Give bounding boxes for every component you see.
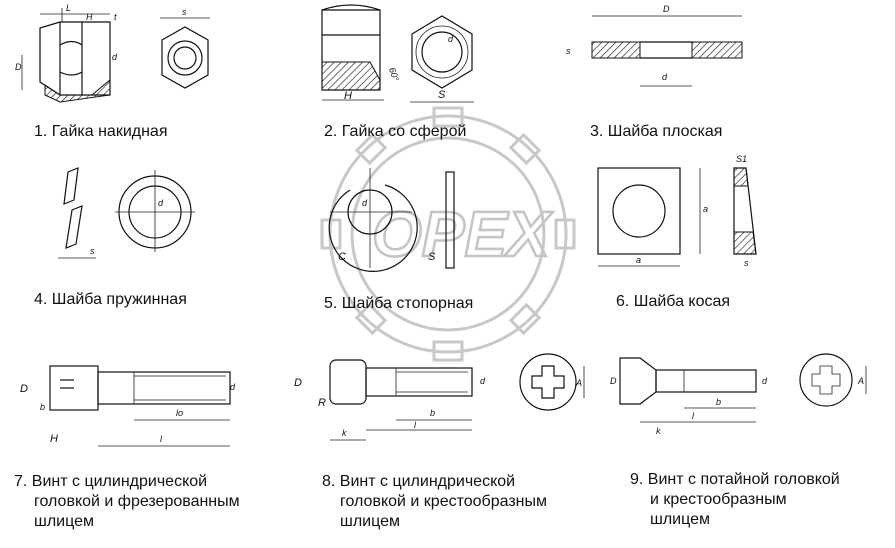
watermark-text: OPEX xyxy=(372,198,553,270)
figure-7-slotted-cheese-screw: D b d lo l H xyxy=(20,365,236,447)
caption-figure-9-line-1: 9. Винт с потайной головкой xyxy=(630,471,840,488)
figure-1-union-nut: L H t D d s xyxy=(15,3,210,103)
dimension-label-b: b xyxy=(430,408,435,418)
dimension-label-s: S xyxy=(428,251,436,263)
dimension-label-h: H xyxy=(86,12,93,22)
dimension-label-l: l xyxy=(160,434,163,444)
dimension-label-r: R xyxy=(318,397,326,409)
dimension-label-d: d xyxy=(762,376,768,386)
figure-3-flat-washer: D d s xyxy=(566,4,743,87)
caption-figure-8-line-2: головкой и крестообразным xyxy=(340,493,547,510)
dimension-label-l: L xyxy=(66,3,71,13)
dimension-label-d: d xyxy=(112,52,118,62)
dimension-label-c: C xyxy=(338,251,346,263)
dimension-label-s: s xyxy=(566,46,571,56)
caption-figure-7-line-3: шлицем xyxy=(34,513,94,530)
dimension-label-d: d xyxy=(480,376,486,386)
dimension-label-s: s xyxy=(182,7,187,17)
caption-figure-6: 6. Шайба косая xyxy=(616,293,731,310)
dimension-label-t: t xyxy=(114,12,117,22)
dimension-label-h: H xyxy=(344,90,352,102)
caption-figure-4: 4. Шайба пружинная xyxy=(34,291,187,308)
dimension-label-s: s xyxy=(90,246,95,256)
dimension-label-k: k xyxy=(342,428,347,438)
dimension-label-a: A xyxy=(575,378,582,388)
dimension-label-d: D xyxy=(15,62,22,72)
caption-figure-7-line-2: головкой и фрезерованным xyxy=(34,493,240,510)
dimension-label-d: D xyxy=(610,376,617,386)
dimension-label-angle60: 60° xyxy=(387,66,401,83)
caption-figure-1: 1. Гайка накидная xyxy=(34,123,168,140)
caption-figure-8-line-1: 8. Винт с цилиндрической xyxy=(322,473,516,490)
dimension-label-a: a xyxy=(703,204,708,214)
dimension-label-b: b xyxy=(40,402,45,412)
dimension-label-b: b xyxy=(716,397,721,407)
dimension-label-h: H xyxy=(50,433,58,445)
figure-4-spring-washer: s d xyxy=(58,167,195,259)
dimension-label-d: D xyxy=(294,377,302,389)
caption-figure-5: 5. Шайба стопорная xyxy=(324,295,474,312)
dimension-label-d: d xyxy=(662,72,668,82)
dimension-label-s1: S1 xyxy=(736,154,747,164)
dimension-label-l: l xyxy=(414,420,417,430)
figure-9-phillips-countersunk-screw: D d b l k A xyxy=(610,353,867,436)
dimension-label-k: k xyxy=(656,426,661,436)
dimension-label-d: D xyxy=(663,4,670,14)
dimension-label-d: d xyxy=(362,198,368,208)
figure-6-bevelled-washer: a a S1 s xyxy=(597,154,757,268)
dimension-label-lo: lo xyxy=(176,408,183,418)
figure-2-spherical-nut: H 60° d S xyxy=(321,4,474,103)
dimension-label-a: A xyxy=(857,376,864,386)
figure-8-phillips-cheese-screw: D R d b l k A xyxy=(294,353,585,441)
caption-figure-7-line-1: 7. Винт с цилиндрической xyxy=(14,473,208,490)
caption-figure-8-line-3: шлицем xyxy=(340,513,400,530)
dimension-label-d: d xyxy=(158,198,164,208)
caption-figure-3: 3. Шайба плоская xyxy=(590,123,723,140)
dimension-label-a: a xyxy=(636,255,641,265)
dimension-label-d: d xyxy=(230,382,236,392)
caption-figure-9-line-2: и крестообразным xyxy=(650,491,787,508)
caption-figure-9-line-3: шлицем xyxy=(650,511,710,528)
caption-figure-2: 2. Гайка со сферой xyxy=(324,123,467,140)
dimension-label-d: D xyxy=(20,383,28,395)
dimension-label-l: l xyxy=(692,411,695,421)
dimension-label-s: s xyxy=(744,258,749,268)
watermark-logo: OPEX xyxy=(320,106,576,362)
figure-5-lock-washer: d C S xyxy=(328,168,455,272)
dimension-label-s: S xyxy=(438,89,446,101)
dimension-label-d: d xyxy=(448,34,454,44)
